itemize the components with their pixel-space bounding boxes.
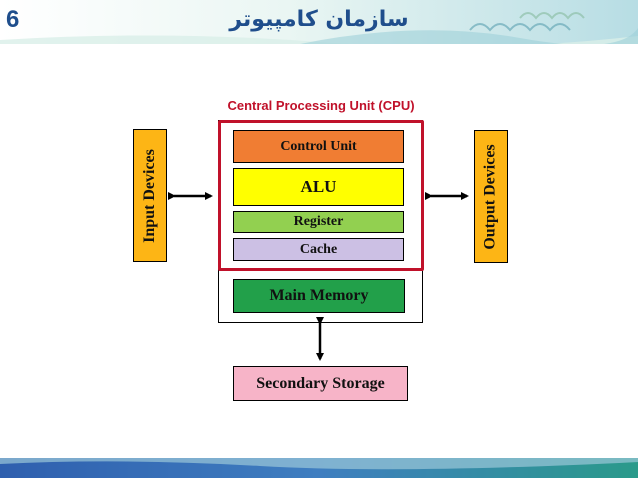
slide-title: سازمان کامپیوتر [229,7,409,32]
register-box: Register [233,211,404,233]
slide-number: 6 [6,6,20,33]
main-memory-box: Main Memory [233,279,405,313]
footer-band [0,458,638,478]
alu-box: ALU [233,168,404,206]
control-unit-box: Control Unit [233,130,404,163]
cpu-label: Central Processing Unit (CPU) [227,98,415,113]
secondary-storage-label: Secondary Storage [256,374,385,392]
header-decoration [0,0,638,44]
alu-label: ALU [300,177,337,196]
control-unit-label: Control Unit [280,138,357,154]
main-memory-label: Main Memory [269,287,369,304]
cache-label: Cache [299,241,338,257]
register-label: Register [293,214,344,229]
header-band: 6 سازمان کامپیوتر [0,0,638,44]
output-devices-box: Output Devices [474,130,508,263]
cpu-frame [218,120,424,271]
footer-decoration [0,458,638,478]
secondary-storage-box: Secondary Storage [233,366,408,401]
input-devices-box: Input Devices [133,129,167,262]
cache-box: Cache [233,238,404,261]
